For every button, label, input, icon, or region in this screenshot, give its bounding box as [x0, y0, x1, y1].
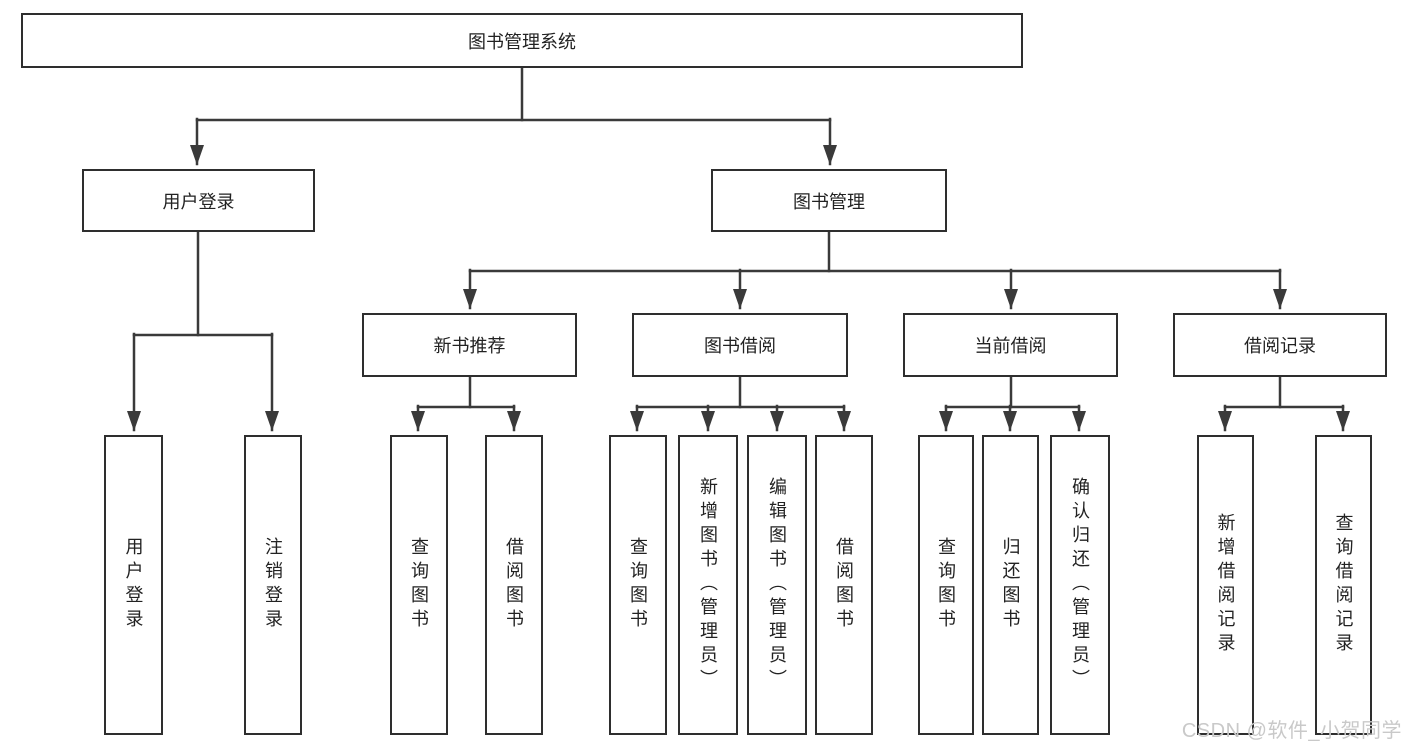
node-borrow-records: 借阅记录 [1173, 313, 1387, 377]
leaf-label: 新增图书（管理员） [698, 477, 718, 693]
branch-user-login-to-leaves [127, 229, 279, 432]
branch-book-borrow [630, 374, 851, 432]
node-label: 图书借阅 [704, 336, 776, 356]
leaf-label: 注销登录 [263, 537, 283, 633]
leaf-query-book-borrow: 查询图书 [609, 435, 667, 735]
leaf-edit-book-admin: 编辑图书（管理员） [747, 435, 807, 735]
node-label: 借阅记录 [1244, 336, 1316, 356]
node-label: 用户登录 [162, 191, 235, 212]
leaf-label: 新增借阅记录 [1215, 513, 1236, 657]
leaf-query-book-recommend: 查询图书 [390, 435, 448, 735]
leaf-label: 确认归还（管理员） [1070, 477, 1090, 693]
node-book-management: 图书管理 [711, 169, 947, 232]
node-book-borrow: 图书借阅 [632, 313, 848, 377]
leaf-query-book-current: 查询图书 [918, 435, 974, 735]
leaf-confirm-return-admin: 确认归还（管理员） [1050, 435, 1110, 735]
leaf-borrow-book-recommend: 借阅图书 [485, 435, 543, 735]
node-user-login: 用户登录 [82, 169, 315, 232]
leaf-add-book-admin: 新增图书（管理员） [678, 435, 738, 735]
leaf-label: 借阅图书 [834, 537, 854, 633]
leaf-add-borrow-record: 新增借阅记录 [1197, 435, 1254, 735]
leaf-label: 归还图书 [1000, 537, 1021, 633]
csdn-watermark: CSDN @软件_小贺同学 [1181, 720, 1402, 742]
branch-book-management-to-level3 [463, 229, 1287, 310]
node-label: 图书管理 [793, 191, 865, 212]
leaf-label: 借阅图书 [504, 537, 524, 633]
branch-root-to-level2 [190, 64, 837, 166]
leaf-borrow-book: 借阅图书 [815, 435, 873, 735]
node-current-borrow: 当前借阅 [903, 313, 1118, 377]
node-label: 当前借阅 [974, 336, 1047, 356]
leaf-query-borrow-record: 查询借阅记录 [1315, 435, 1372, 735]
leaf-label: 查询图书 [628, 537, 648, 633]
node-root-library-management-system: 图书管理系统 [21, 13, 1023, 68]
node-label: 新书推荐 [433, 336, 506, 356]
branch-current-borrow [939, 374, 1086, 432]
leaf-logout: 注销登录 [244, 435, 302, 735]
leaf-return-book: 归还图书 [982, 435, 1039, 735]
leaf-label: 编辑图书（管理员） [767, 477, 787, 693]
leaf-label: 用户登录 [123, 537, 144, 633]
leaf-label: 查询图书 [936, 537, 956, 633]
branch-new-book-recommend [411, 374, 521, 432]
branch-borrow-records [1218, 374, 1350, 432]
leaf-label: 查询借阅记录 [1333, 513, 1354, 657]
leaf-label: 查询图书 [409, 537, 429, 633]
node-new-book-recommend: 新书推荐 [362, 313, 577, 377]
node-label: 图书管理系统 [468, 31, 576, 52]
leaf-user-login: 用户登录 [104, 435, 163, 735]
